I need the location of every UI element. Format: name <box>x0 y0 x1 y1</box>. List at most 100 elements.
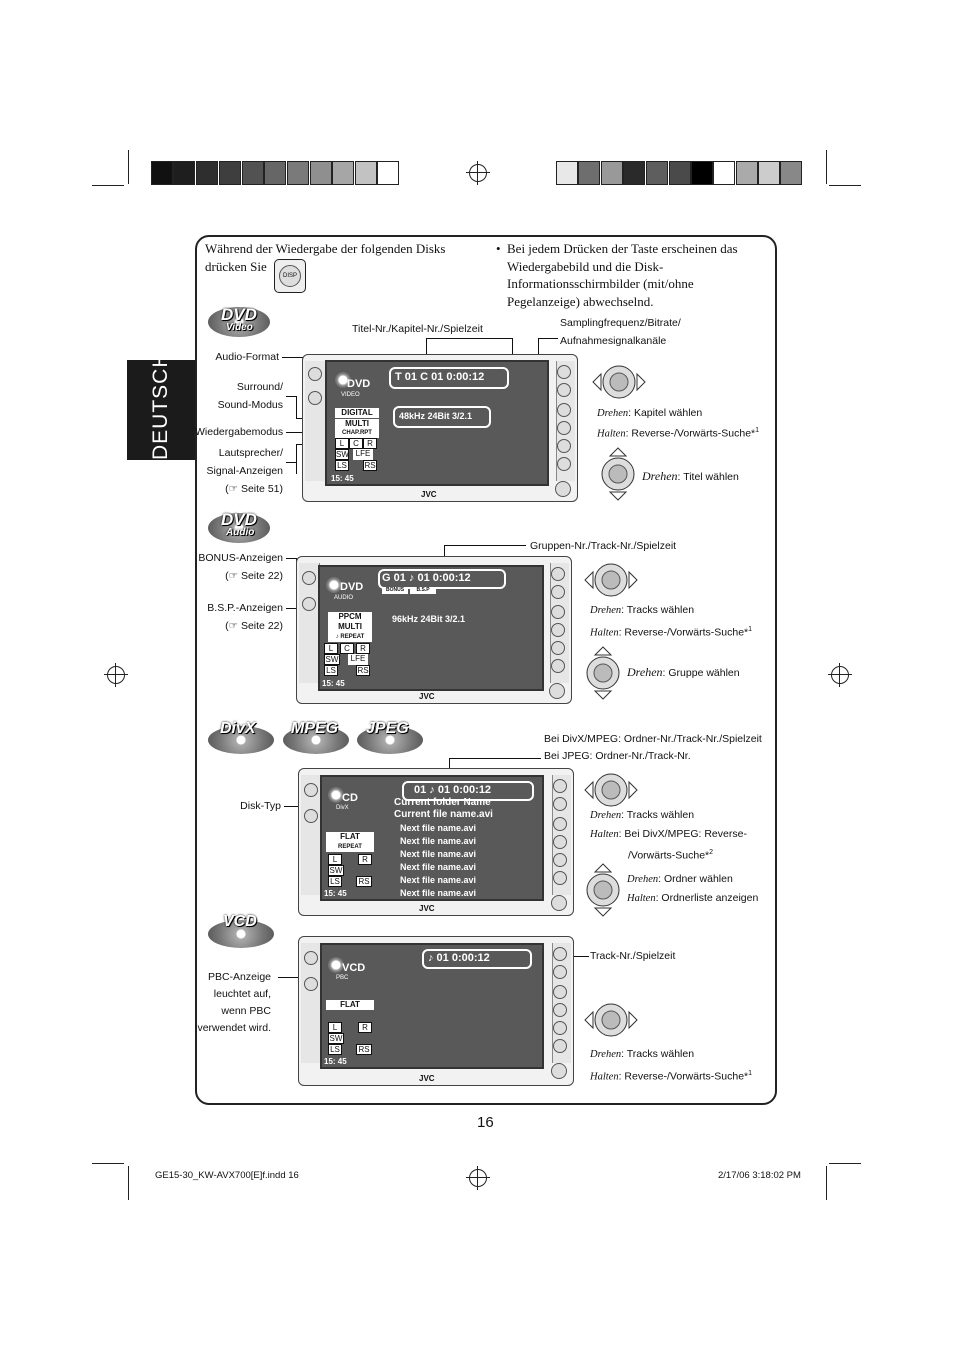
dvd-video-disc-icon <box>208 307 270 337</box>
time-code: T 01 C 01 0:00:12 <box>395 371 485 383</box>
control-knob-icon <box>583 560 639 600</box>
halten-label-2: Halten <box>627 893 656 904</box>
disc-type: VCD <box>342 962 366 974</box>
control-knob-icon <box>591 362 647 402</box>
intro-left: Während der Wiedergabe der folgenden Dis… <box>205 240 477 275</box>
label-bsp-seite: (☞ Seite 22) <box>225 620 283 632</box>
current-file: Current file name.avi <box>394 809 493 820</box>
footnote-ref: 1 <box>748 1070 753 1077</box>
halten-text-2: /Vorwärts-Suche* <box>628 849 710 862</box>
jvc-brand: JVC <box>419 1074 435 1083</box>
repeat-box: REPEAT <box>326 842 374 852</box>
label-pbc-2: leuchtet auf, <box>213 988 271 1000</box>
footer-file: GE15-30_KW-AVX700[E]f.indd 16 <box>155 1170 299 1181</box>
drehen-label: Drehen <box>597 408 629 419</box>
jvc-brand: JVC <box>421 490 437 499</box>
halten-label: Halten <box>597 428 626 440</box>
drehen-label-2: Drehen <box>627 874 659 885</box>
clock: 15: 45 <box>322 679 345 688</box>
control-knob-icon <box>583 1000 639 1040</box>
halten-label: Halten <box>590 627 619 639</box>
registration-mark-bottom <box>466 1166 490 1190</box>
label-titel: Titel-Nr./Kapitel-Nr./Spielzeit <box>352 323 483 335</box>
label-bsp: B.S.P.-Anzeigen <box>207 602 283 614</box>
mpeg-logo: MPEG <box>291 720 339 737</box>
page-number: 16 <box>477 1114 494 1131</box>
label-track: Track-Nr./Spielzeit <box>590 950 676 962</box>
disc-type: CD <box>342 792 358 804</box>
flat-box: FLAT <box>326 832 374 842</box>
drehen-text-2: : Titel wählen <box>677 471 739 483</box>
disc-sub: DivX <box>336 805 349 811</box>
clock: 15: 45 <box>331 474 354 483</box>
halten-label: Halten <box>590 1071 619 1083</box>
drehen-label-2: Drehen <box>642 469 678 483</box>
drehen-text: : Tracks wählen <box>621 1048 695 1060</box>
label-surround: Surround/ <box>236 381 283 393</box>
rate: 96kHz 24Bit 3/2.1 <box>392 614 466 624</box>
language-tab-label: DEUTSCH <box>149 351 172 460</box>
divx-logo: DivX <box>220 720 256 737</box>
footnote-ref: 2 <box>709 849 714 856</box>
drehen-label: Drehen <box>590 605 622 616</box>
registration-mark-top <box>466 161 490 185</box>
flat-box: FLAT <box>326 1000 374 1010</box>
bullet: • <box>496 241 501 256</box>
label-gruppen: Gruppen-Nr./Track-Nr./Spielzeit <box>530 540 677 552</box>
label-bei-divx: Bei DivX/MPEG: Ordner-Nr./Track-Nr./Spie… <box>544 733 762 745</box>
dvd-audio-logo-sub: Audio <box>226 527 255 538</box>
disc-sub: PBC <box>336 975 349 981</box>
label-pbc-4: verwendet wird. <box>197 1022 271 1034</box>
disp-button-icon: DISP <box>274 259 306 293</box>
current-folder: Current folder Name <box>394 797 491 808</box>
halten-text: : Reverse-/Vorwärts-Suche* <box>618 626 749 639</box>
jpeg-disc-icon <box>357 726 423 754</box>
clock: 15: 45 <box>324 1057 347 1066</box>
next-file: Next file name.avi <box>400 823 477 833</box>
jvc-brand: JVC <box>419 904 435 913</box>
divx-disc-icon <box>208 726 274 754</box>
footnote-ref: 1 <box>748 626 753 633</box>
rate: 48kHz 24Bit 3/2.1 <box>399 411 473 421</box>
label-bei-jpeg: Bei JPEG: Ordner-Nr./Track-Nr. <box>544 750 691 762</box>
next-file: Next file name.avi <box>400 875 477 885</box>
disc-type: DVD <box>340 581 364 593</box>
dvd-audio-disc-icon <box>208 513 270 543</box>
label-sampling-2: Aufnahmesignalkanäle <box>560 335 667 347</box>
label-sampling: Samplingfrequenz/Bitrate/ <box>560 317 681 329</box>
label-pbc-3: wenn PBC <box>221 1005 271 1017</box>
drehen-text: : Tracks wählen <box>621 809 695 821</box>
registration-mark-right <box>828 663 852 687</box>
next-file: Next file name.avi <box>400 862 477 872</box>
halten-text-2b: : Ordnerliste anzeigen <box>655 892 759 904</box>
language-tab: DEUTSCH <box>127 351 195 460</box>
sound-mode-box: MULTI <box>335 419 379 429</box>
drehen-label-2: Drehen <box>627 665 663 679</box>
footnote-ref: 1 <box>755 427 760 434</box>
label-disk-typ: Disk-Typ <box>240 800 281 812</box>
control-knob-vertical-icon <box>583 862 623 918</box>
control-knob-vertical-icon <box>598 446 638 502</box>
vcd-disc-icon <box>208 920 274 948</box>
audio-format-box: PPCM <box>328 612 372 622</box>
jpeg-logo: JPEG <box>366 720 409 737</box>
next-file: Next file name.avi <box>400 836 477 846</box>
content-frame <box>195 235 777 1105</box>
vcd-logo: VCD <box>223 913 257 930</box>
halten-label: Halten <box>590 829 619 840</box>
dvd-audio-logo: DVD <box>221 510 257 529</box>
disc-type: DVD <box>347 378 371 390</box>
footer-date: 2/17/06 3:18:02 PM <box>718 1170 801 1181</box>
next-file: Next file name.avi <box>400 888 477 898</box>
repeat-mode-box: CHAP.RPT <box>335 428 379 438</box>
halten-text: : Bei DivX/MPEG: Reverse- <box>618 828 747 840</box>
mpeg-disc-icon <box>283 726 349 754</box>
divx-screen: CD DivX 01 ♪ 01 0:00:12 Current folder N… <box>320 775 544 901</box>
time-code: G 01 ♪ 01 0:00:12 <box>382 572 471 584</box>
drehen-text-2: : Gruppe wählen <box>662 667 740 679</box>
label-bonus-seite: (☞ Seite 22) <box>225 570 283 582</box>
time-code: 01 ♪ 01 0:00:12 <box>414 784 492 796</box>
time-code: ♪ 01 0:00:12 <box>428 952 490 964</box>
label-seite-51: (☞ Seite 51) <box>225 483 283 495</box>
